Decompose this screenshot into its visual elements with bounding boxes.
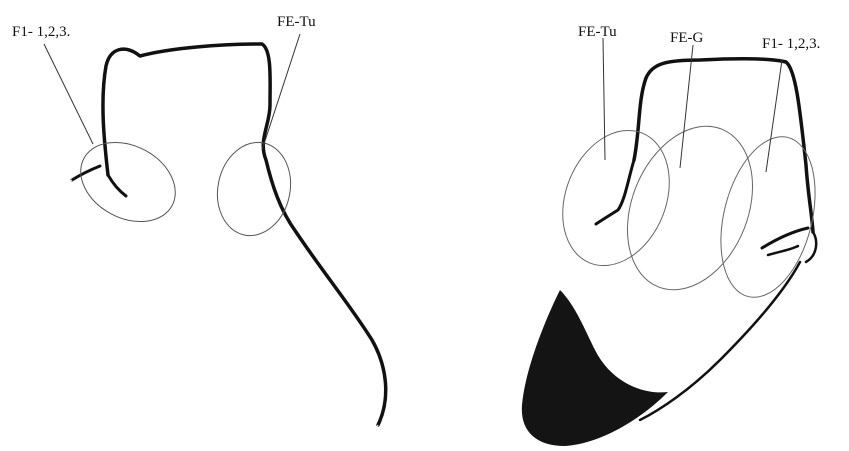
left-shading — [30, 40, 400, 451]
label-right-fe-tu: FE-Tu — [578, 24, 617, 40]
left-figure: F1- 1,2,3. FE-Tu — [12, 14, 400, 451]
label-right-fe-g: FE-G — [670, 30, 704, 46]
label-right-f1: F1- 1,2,3. — [762, 36, 820, 52]
label-left-fe-tu: FE-Tu — [277, 14, 316, 30]
label-left-f1: F1- 1,2,3. — [12, 24, 70, 40]
left-leader-f1 — [44, 44, 93, 144]
right-figure: FE-Tu FE-G F1- 1,2,3. — [510, 24, 831, 451]
right-leader-fe-tu — [603, 38, 605, 160]
